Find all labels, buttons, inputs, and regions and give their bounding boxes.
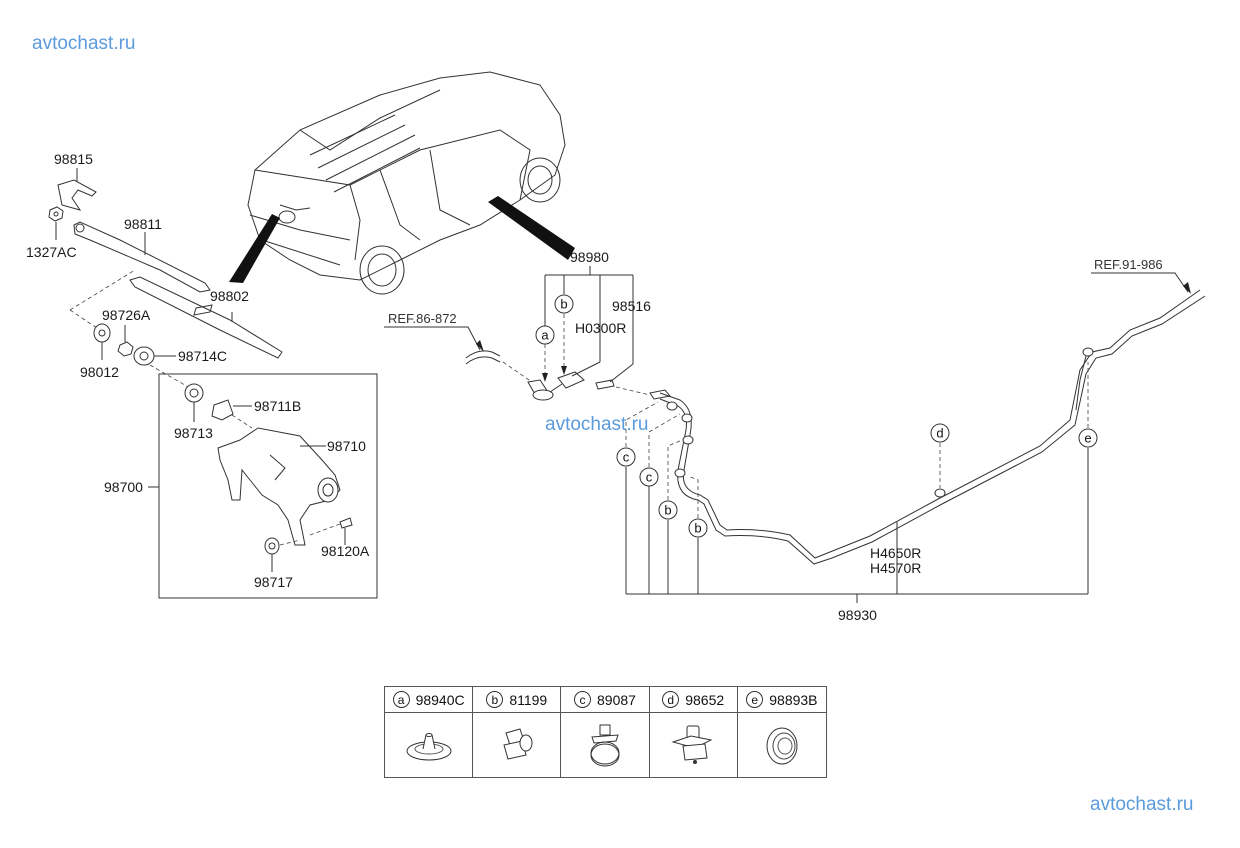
callout-98726a: 98726A — [102, 307, 151, 323]
legend-part-number: 81199 — [509, 691, 548, 708]
wiper-arm-assembly — [48, 179, 283, 389]
vehicle-illustration — [229, 71, 575, 295]
callout-98714c: 98714C — [178, 348, 227, 364]
clip-marker-e-label: e — [1084, 431, 1091, 446]
tag-c: c — [574, 691, 592, 708]
callout-1327ac: 1327AC — [26, 244, 77, 260]
bushing-98711b — [211, 399, 234, 421]
legend-cell-d — [650, 713, 738, 777]
callout-98980: 98980 — [570, 249, 609, 265]
washer-nozzle-group: REF.86-872 98980 a b 98516 H0300R — [384, 249, 671, 401]
legend-part-number: 98652 — [685, 691, 725, 708]
callout-98711b: 98711B — [254, 398, 301, 414]
clip-marker-b — [688, 518, 708, 538]
wiper-motor-98710 — [217, 427, 341, 546]
callout-98811: 98811 — [124, 216, 162, 232]
clip-legend-table: a 98940C b 81199 c 89087 d 98652 e 98893B — [384, 686, 827, 778]
legend-cell-c — [561, 713, 650, 777]
legend-part-number: 98940C — [415, 691, 465, 708]
pivot-cap-98012 — [93, 323, 111, 343]
callout-98012: 98012 — [80, 364, 119, 380]
nut-1327ac — [48, 206, 64, 222]
legend-cell-e — [738, 713, 826, 777]
clip-marker-c — [639, 467, 659, 487]
ref-86-872: REF.86-872 — [388, 311, 457, 326]
legend-header-e: e 98893B — [737, 687, 826, 713]
leader-lines-left — [55, 168, 346, 572]
motor-assembly-box — [158, 373, 378, 599]
callout-h4570r: H4570R — [870, 560, 921, 576]
callout-98930: 98930 — [838, 607, 877, 623]
clip-marker-c-label: c — [646, 470, 653, 485]
legend-header-c: c 89087 — [561, 687, 650, 713]
callout-98516: 98516 — [612, 298, 651, 314]
callout-h4650r: H4650R — [870, 545, 921, 561]
legend-part-number: 89087 — [597, 691, 636, 708]
clip-marker-b-label: b — [664, 503, 671, 518]
legend-cell-a — [385, 713, 474, 777]
ref-91-986: REF.91-986 — [1094, 257, 1163, 272]
watermark: avtochast.ru — [1090, 794, 1194, 815]
wiper-arm — [73, 221, 211, 293]
callout-98120a: 98120A — [321, 543, 370, 559]
legend-header-a: a 98940C — [385, 687, 474, 713]
washer-hose-98930: REF.91-986 98930 c c b b d e H4650R H457… — [616, 257, 1206, 623]
clip-marker-e — [1078, 428, 1098, 448]
callout-98713: 98713 — [174, 425, 213, 441]
legend-header-d: d 98652 — [649, 687, 738, 713]
watermark: avtochast.ru — [32, 33, 136, 54]
retainer-clip-icon — [671, 725, 713, 764]
callout-98710: 98710 — [327, 438, 366, 454]
callout-98717: 98717 — [254, 574, 293, 590]
tag-e: e — [746, 691, 764, 708]
wiper-blade — [129, 276, 283, 359]
callout-98815: 98815 — [54, 151, 93, 167]
callout-98802: 98802 — [210, 288, 249, 304]
watermark: avtochast.ru — [545, 414, 649, 435]
callout-98700: 98700 — [104, 479, 143, 495]
arm-cover-cap — [57, 179, 97, 211]
clip-marker-a — [535, 325, 555, 345]
pointer-arrow — [488, 196, 575, 260]
hose-clip-icon — [503, 728, 533, 760]
bolt-98120a — [339, 517, 353, 529]
pointer-arrow — [229, 214, 280, 283]
band-clamp-icon — [590, 724, 620, 767]
legend-header-b: b 81199 — [473, 687, 562, 713]
clip-marker-d-label: d — [936, 426, 943, 441]
grommet-icon — [406, 733, 452, 761]
clip-marker-c — [616, 447, 636, 467]
washer-98714c — [133, 346, 155, 366]
clip-marker-b-label: b — [694, 521, 701, 536]
clip-marker-b — [658, 500, 678, 520]
clip-marker-d — [930, 423, 950, 443]
tag-b: b — [486, 691, 504, 708]
tag-a: a — [392, 691, 410, 708]
legend-cell-b — [473, 713, 562, 777]
grommet-98717 — [264, 537, 280, 555]
callout-h0300r: H0300R — [575, 320, 626, 336]
wiper-motor-assembly — [184, 383, 353, 555]
clip-marker-a-label: a — [541, 328, 549, 343]
clip-marker-b — [554, 294, 574, 314]
plug-grommet-icon — [766, 727, 798, 765]
clip-marker-b-label: b — [560, 297, 567, 312]
tag-d: d — [662, 691, 680, 708]
legend-part-number: 98893B — [769, 691, 818, 708]
clip-marker-c-label: c — [623, 450, 630, 465]
seal-98713 — [184, 383, 204, 403]
nut-98726a — [117, 341, 134, 357]
